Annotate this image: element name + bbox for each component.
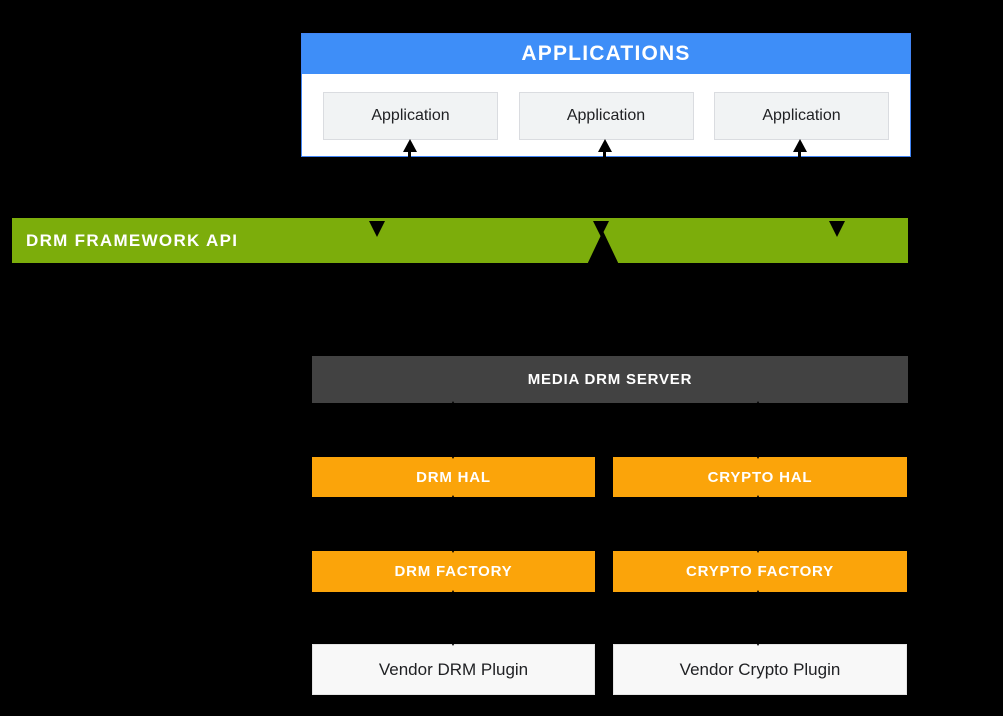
drm-hal-box: DRM HAL: [312, 457, 595, 497]
arrow-server-drmhal-down-icon: [447, 448, 459, 459]
applications-body: Application Application Application: [302, 74, 910, 140]
crypto-factory-box: CRYPTO FACTORY: [613, 551, 907, 592]
arrow-server-drmhal-up-icon: [447, 401, 459, 412]
arrow-up-server-to-api-icon: [584, 231, 622, 271]
arrow-cryptohal-factory-up-icon: [752, 495, 764, 506]
applications-header: APPLICATIONS: [302, 34, 910, 74]
arrow-up-app2-icon: [598, 139, 612, 152]
drm-framework-api-bar: DRM FRAMEWORK API: [12, 218, 908, 263]
arrow-server-cryptohal-up-icon: [752, 401, 764, 412]
arrow-server-cryptohal-down-icon: [752, 448, 764, 459]
arrow-up-app1-icon: [403, 139, 417, 152]
arrow-factory-vendorcrypto-up-icon: [752, 590, 764, 601]
drm-factory-box: DRM FACTORY: [312, 551, 595, 592]
arrow-down-api3-stem: [835, 158, 838, 222]
crypto-hal-box: CRYPTO HAL: [613, 457, 907, 497]
media-drm-server-bar: MEDIA DRM SERVER: [312, 356, 908, 403]
application-box: Application: [518, 92, 694, 140]
vendor-crypto-plugin-box: Vendor Crypto Plugin: [613, 644, 907, 695]
arrow-server-cryptohal-stem: [757, 406, 759, 454]
arrow-factory-vendorcrypto-down-icon: [752, 635, 764, 646]
arrow-drmhal-factory-up-icon: [447, 495, 459, 506]
arrow-factory-vendorcrypto-stem: [757, 595, 759, 641]
arrow-up-app2-stem: [603, 150, 606, 218]
arrow-cryptohal-factory-stem: [757, 500, 759, 548]
arrow-down-api3-icon: [829, 221, 845, 237]
arrow-up-app3-icon: [793, 139, 807, 152]
arrow-down-api2-stem: [599, 158, 602, 222]
arrow-cryptohal-factory-down-icon: [752, 542, 764, 553]
applications-container: APPLICATIONS Application Application App…: [301, 33, 911, 157]
arrow-server-drmhal-stem: [452, 406, 454, 454]
application-box: Application: [323, 92, 498, 140]
arrow-down-api1-icon: [369, 221, 385, 237]
arrow-factory-vendordrm-stem: [452, 595, 454, 641]
arrow-down-api1-stem: [375, 158, 378, 222]
arrow-up-app3-stem: [798, 150, 801, 218]
application-box: Application: [714, 92, 889, 140]
arrow-factory-vendordrm-down-icon: [447, 635, 459, 646]
vendor-drm-plugin-box: Vendor DRM Plugin: [312, 644, 595, 695]
arrow-drmhal-factory-down-icon: [447, 542, 459, 553]
arrow-factory-vendordrm-up-icon: [447, 590, 459, 601]
arrow-up-server-to-api-stem: [601, 267, 605, 356]
arrow-drmhal-factory-stem: [452, 500, 454, 548]
arrow-up-app1-stem: [408, 150, 411, 218]
